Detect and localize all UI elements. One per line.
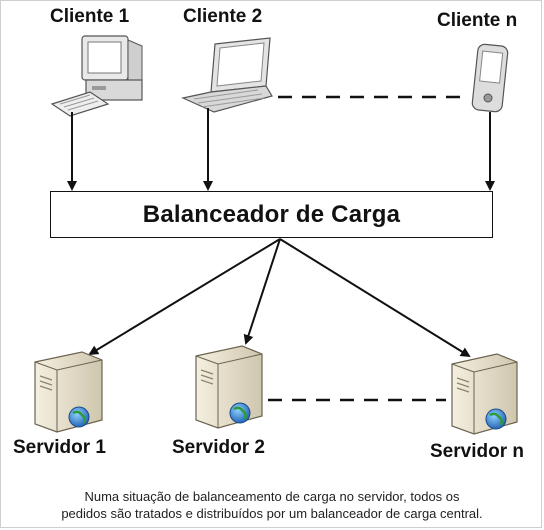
server2-icon (195, 345, 263, 429)
client2-label: Cliente 2 (183, 6, 263, 27)
server1-label: Servidor 1 (13, 437, 106, 458)
desktop-computer-icon (50, 35, 143, 117)
load-balancer-label: Balanceador de Carga (142, 200, 401, 228)
pda-device-icon (471, 43, 509, 113)
caption-line2: pedidos são tratados e distribuídos por … (61, 506, 483, 521)
server2-arrow (243, 238, 281, 345)
servern-label: Servidor n (430, 441, 524, 462)
servern-arrow (279, 238, 471, 358)
caption: Numa situação de balanceamento de carga … (0, 488, 544, 522)
load-balancer-box: Balanceador de Carga (50, 191, 493, 238)
client-arrows (67, 108, 495, 191)
server1-icon (34, 351, 103, 433)
caption-line1: Numa situação de balanceamento de carga … (84, 489, 460, 504)
clientn-label: Cliente n (437, 10, 518, 31)
laptop-icon (181, 37, 273, 113)
servern-icon (451, 353, 518, 435)
server-arrows (88, 238, 471, 358)
server1-arrow (88, 238, 281, 356)
server2-label: Servidor 2 (172, 437, 265, 458)
client1-label: Cliente 1 (50, 6, 130, 27)
